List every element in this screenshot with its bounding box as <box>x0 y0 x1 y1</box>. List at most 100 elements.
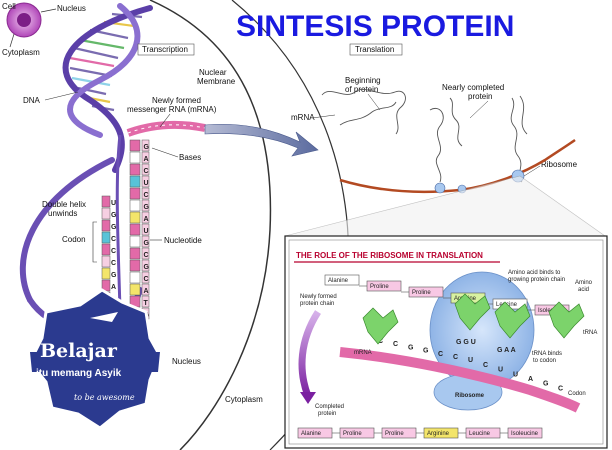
inset-mrna-base: C <box>558 385 563 392</box>
mrna-base: U <box>129 223 150 236</box>
cytoplasm-top-label: Cytoplasm <box>2 48 40 57</box>
nucleus-bottom-label: Nucleus <box>172 357 201 366</box>
template-base: U <box>101 195 116 208</box>
mrna-base: G <box>129 199 150 212</box>
mrna-base-letter: A <box>144 216 149 223</box>
inset-title: THE ROLE OF THE RIBOSOME IN TRANSLATION <box>296 251 483 260</box>
template-base: C <box>101 255 116 268</box>
page-title: SINTESIS PROTEIN <box>236 10 514 43</box>
mrna-base-letter: C <box>144 168 149 175</box>
completed-amino-box: Isoleucine <box>500 427 543 439</box>
template-base-letter: C <box>111 248 116 255</box>
template-base: G <box>101 207 117 220</box>
cell-icon <box>6 2 57 48</box>
amino-name: Alanine <box>328 278 349 284</box>
inset-mrna-base: U <box>468 357 473 364</box>
pen-icon <box>90 312 118 322</box>
inset-mrna-base: G <box>423 348 429 355</box>
left-strand-bases: UGGCCCGAC <box>101 195 117 304</box>
completed-label-1: Completed <box>315 404 344 410</box>
mrna-strand-bases: GACUCGAUGCGCATG <box>129 139 150 320</box>
mrna-base-letter: U <box>144 180 149 187</box>
anticodon-1: G G U <box>456 339 476 346</box>
inset-mrna-label: mRNA <box>354 350 372 356</box>
mrna-base-letter: G <box>144 240 150 247</box>
amino-acid-label-1: Amino <box>575 280 593 286</box>
mrna-base-letter: C <box>144 252 149 259</box>
translation-box <box>349 43 403 56</box>
mrna-leading-strand <box>126 120 206 137</box>
mrna-new-label-1: Newly formed <box>152 96 201 105</box>
completed-amino-box: Alanine <box>297 427 333 439</box>
mrna-base-letter: G <box>144 144 150 151</box>
inset-mrna-base: C <box>453 354 458 361</box>
trna-molecules <box>362 293 585 345</box>
nearly-label-1: Nearly completed <box>442 83 504 92</box>
mrna-base-letter: G <box>144 204 150 211</box>
template-base-letter: G <box>111 272 117 279</box>
mrna-base-letter: A <box>144 288 149 295</box>
belajar-logo: Belajar itu memang Asyik to be awesome <box>28 288 162 430</box>
beginning-label-1: Beginning <box>345 76 381 85</box>
nearly-label-2: protein <box>468 92 492 101</box>
mrna-base: G <box>129 259 150 272</box>
completed-amino-name: Proline <box>385 431 404 437</box>
logo-line3: to be awesome <box>74 393 135 402</box>
trna-binds-label-1: tRNA binds <box>532 351 562 357</box>
transcription-label: Transcription <box>142 45 188 54</box>
amino-box: Proline <box>359 280 402 292</box>
logo-line1: Belajar <box>40 340 118 362</box>
inset-mrna-base: G <box>543 381 549 388</box>
logo-line2: itu memang Asyik <box>36 368 122 379</box>
double-helix-label-1: Double helix <box>42 200 86 209</box>
completed-amino-name: Arginine <box>427 431 450 437</box>
dna-template-strand <box>115 134 122 311</box>
amino-binds-label-2: growing protein chain <box>508 277 565 283</box>
template-base: A <box>101 279 116 292</box>
amino-box: Alanine <box>324 274 360 286</box>
template-base-letter: C <box>111 236 116 243</box>
nucleus-top-label: Nucleus <box>57 4 86 13</box>
template-base-letter: U <box>111 200 116 207</box>
completed-amino-name: Isoleucine <box>511 431 539 437</box>
inset-ribosome-label: Ribosome <box>455 393 485 399</box>
amino-binds-label-1: Amino acid binds to <box>508 270 561 276</box>
completion-arrow <box>298 310 321 398</box>
amino-name: Proline <box>412 290 431 296</box>
double-helix-label-2: unwinds <box>48 209 77 218</box>
mrna-base-letter: T <box>144 300 149 307</box>
codon-inset-label: Codon <box>568 391 586 397</box>
trna-binds-label-2: to codon <box>533 358 556 364</box>
mrna-base-letter: A <box>144 156 149 163</box>
mrna-base: G <box>129 139 150 152</box>
inset-mrna-strand <box>339 347 581 413</box>
inset-pointer <box>284 175 606 237</box>
template-base: C <box>101 231 116 244</box>
completion-arrowhead <box>300 392 316 404</box>
nucleotide-label: Nucleotide <box>164 236 202 245</box>
mrna-base-letter: C <box>144 276 149 283</box>
newly-chain-label-2: protein chain <box>300 301 334 307</box>
mrna-new-label-2: messenger RNA (mRNA) <box>127 105 217 114</box>
polypeptide-chains <box>321 89 528 183</box>
template-base: G <box>101 267 117 280</box>
bases-label: Bases <box>179 153 201 162</box>
cell-label: Cell <box>2 2 16 11</box>
inset-mrna-base: C <box>483 362 488 369</box>
mrna-base: A <box>129 151 150 164</box>
mrna-base-letter: G <box>144 264 150 271</box>
translation-label: Translation <box>355 45 394 54</box>
mrna-base: C <box>129 187 150 200</box>
inset-mrna-base: C <box>393 341 398 348</box>
mrna-base: A <box>129 211 150 224</box>
trna-label: tRNA <box>583 330 597 336</box>
dna-label: DNA <box>23 96 41 105</box>
amino-acid-label-2: acid <box>578 287 589 293</box>
nuclear-membrane-label-1: Nuclear <box>199 68 227 77</box>
completed-amino-name: Leucine <box>469 431 491 437</box>
inset-mrna-base: G <box>408 344 414 351</box>
amino-name: Proline <box>370 284 389 290</box>
completed-label-2: protein <box>318 411 336 417</box>
